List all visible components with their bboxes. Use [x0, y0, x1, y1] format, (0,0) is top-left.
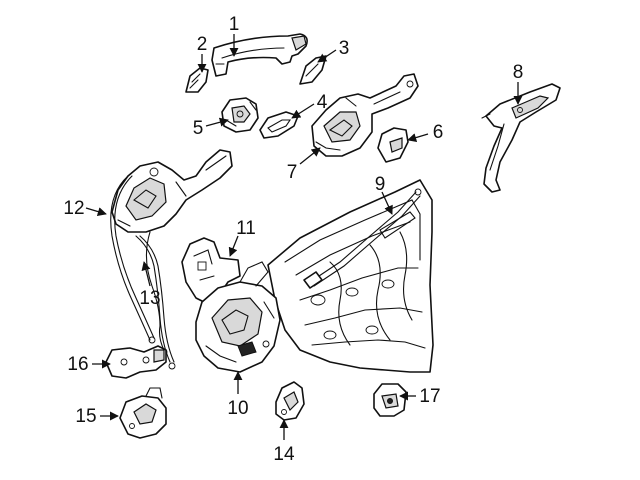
callout-3: 3 — [339, 38, 350, 59]
leader-4 — [291, 103, 315, 119]
callout-5: 5 — [193, 118, 204, 139]
callout-1: 1 — [229, 14, 240, 35]
leader-7 — [299, 147, 321, 165]
part-4-gasket-ring — [259, 111, 299, 139]
part-9-rod — [303, 188, 422, 289]
leader-6 — [407, 133, 429, 143]
part-5-lock-cylinder — [221, 97, 259, 133]
part-15-lower-hinge — [119, 387, 167, 439]
callout-9: 9 — [375, 174, 386, 195]
callout-17: 17 — [419, 386, 440, 407]
callout-16: 16 — [67, 354, 88, 375]
callout-13: 13 — [139, 288, 160, 309]
leader-5 — [205, 117, 229, 127]
callout-8: 8 — [513, 62, 524, 83]
leader-11 — [228, 235, 239, 257]
callout-6: 6 — [433, 122, 444, 143]
leader-lines — [85, 34, 523, 440]
leader-12 — [85, 207, 107, 217]
part-12-latch-assembly — [110, 149, 233, 356]
part-10-lock-actuator — [195, 261, 281, 373]
part-17-switch — [373, 383, 407, 417]
callout-10: 10 — [227, 398, 248, 419]
part-6-lock-cap — [377, 127, 409, 163]
part-2-handle-cover — [185, 67, 209, 93]
part-11-bracket — [181, 237, 241, 305]
callout-11: 11 — [236, 218, 256, 239]
callout-12: 12 — [63, 198, 84, 219]
part-7-handle-bracket — [311, 73, 419, 157]
callout-4: 4 — [317, 92, 328, 113]
callout-15: 15 — [75, 406, 96, 427]
leader-13 — [141, 261, 151, 287]
part-1-outside-handle — [211, 33, 308, 77]
part-16-hinge — [105, 345, 167, 379]
part-8-inside-handle — [481, 83, 561, 193]
callout-labels: 1 2 3 4 5 6 7 8 9 10 11 12 13 14 15 16 1… — [63, 14, 523, 465]
part-14-striker — [275, 381, 305, 421]
callout-14: 14 — [273, 444, 295, 465]
door-inner-panel — [267, 179, 434, 373]
callout-2: 2 — [197, 34, 208, 55]
part-13-rod — [135, 235, 176, 370]
callout-7: 7 — [287, 162, 298, 183]
part-3-gasket — [299, 55, 327, 85]
leader-9 — [381, 191, 393, 215]
leader-3 — [317, 49, 337, 63]
